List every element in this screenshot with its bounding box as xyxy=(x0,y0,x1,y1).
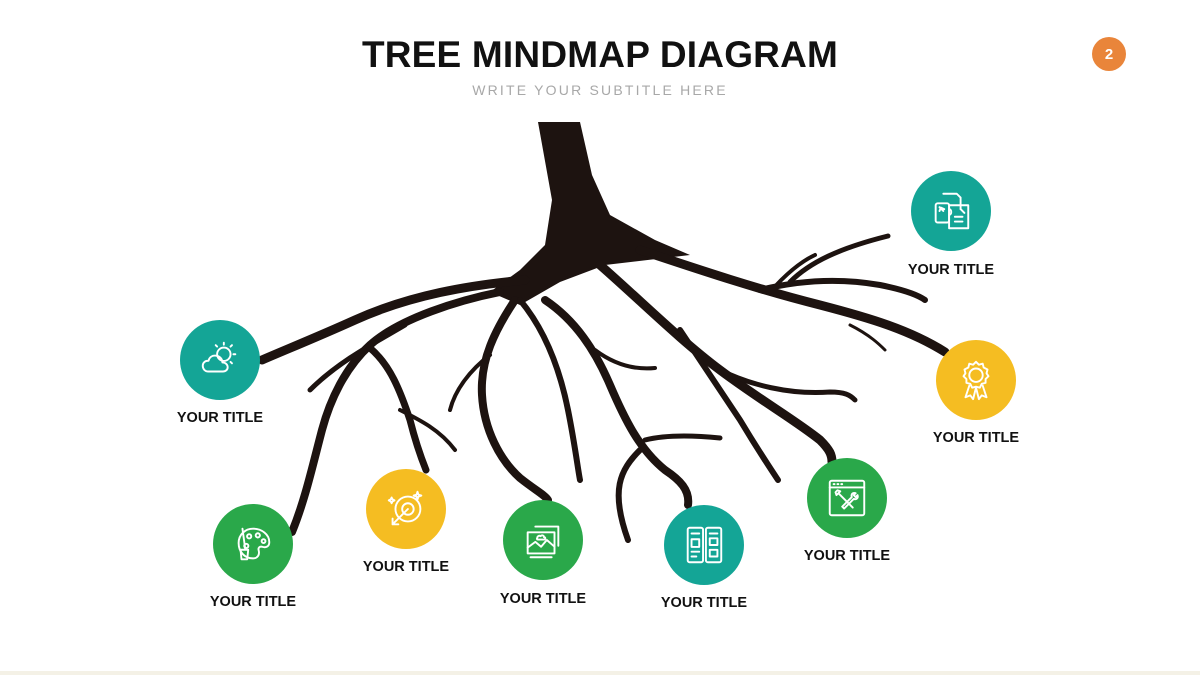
root-branch xyxy=(615,447,643,543)
root-branch xyxy=(635,245,950,357)
root-branch xyxy=(477,296,552,504)
page-number-badge: 2 xyxy=(1092,37,1126,71)
node-label: YOUR TITLE xyxy=(499,591,587,607)
node-stationery[interactable] xyxy=(911,171,991,251)
root-branch xyxy=(398,408,457,452)
root-branch xyxy=(257,275,530,365)
tools-icon xyxy=(828,479,866,517)
node-tools[interactable] xyxy=(807,458,887,538)
root-branch xyxy=(787,233,891,285)
root-branch xyxy=(593,348,657,371)
stationery-icon xyxy=(934,192,970,230)
node-label: YOUR TITLE xyxy=(176,410,264,426)
node-weather[interactable] xyxy=(180,320,260,400)
node-mobile-layout[interactable] xyxy=(664,505,744,585)
root-branch xyxy=(848,323,887,352)
footer-line xyxy=(0,671,1200,675)
node-gallery[interactable] xyxy=(503,500,583,580)
node-label: YOUR TITLE xyxy=(209,594,297,610)
root-branch xyxy=(642,433,723,443)
page-title: TREE MINDMAP DIAGRAM xyxy=(361,34,839,75)
trunk xyxy=(490,122,690,305)
node-label: YOUR TITLE xyxy=(362,559,450,575)
root-branch xyxy=(595,260,837,467)
root-branch xyxy=(541,296,693,509)
page-subtitle: WRITE YOUR SUBTITLE HERE xyxy=(472,82,728,98)
weather-icon xyxy=(201,341,237,373)
node-label: YOUR TITLE xyxy=(932,430,1020,446)
node-label: YOUR TITLE xyxy=(907,262,995,278)
node-label: YOUR TITLE xyxy=(660,595,748,611)
award-icon xyxy=(962,360,990,401)
root-branch xyxy=(307,322,408,393)
mobile-layout-icon xyxy=(686,526,723,564)
palette-icon xyxy=(237,527,271,561)
root-branch xyxy=(448,353,492,412)
gallery-icon xyxy=(526,525,560,559)
root-branch xyxy=(517,297,583,483)
node-target[interactable] xyxy=(366,469,446,549)
root-branch xyxy=(717,367,858,403)
target-icon xyxy=(387,490,423,526)
node-award[interactable] xyxy=(936,340,1016,420)
root-branch xyxy=(677,327,781,483)
root-branch xyxy=(366,344,430,474)
root-branch xyxy=(288,288,504,536)
node-label: YOUR TITLE xyxy=(803,548,891,564)
node-palette[interactable] xyxy=(213,504,293,584)
root-branch xyxy=(768,253,817,294)
